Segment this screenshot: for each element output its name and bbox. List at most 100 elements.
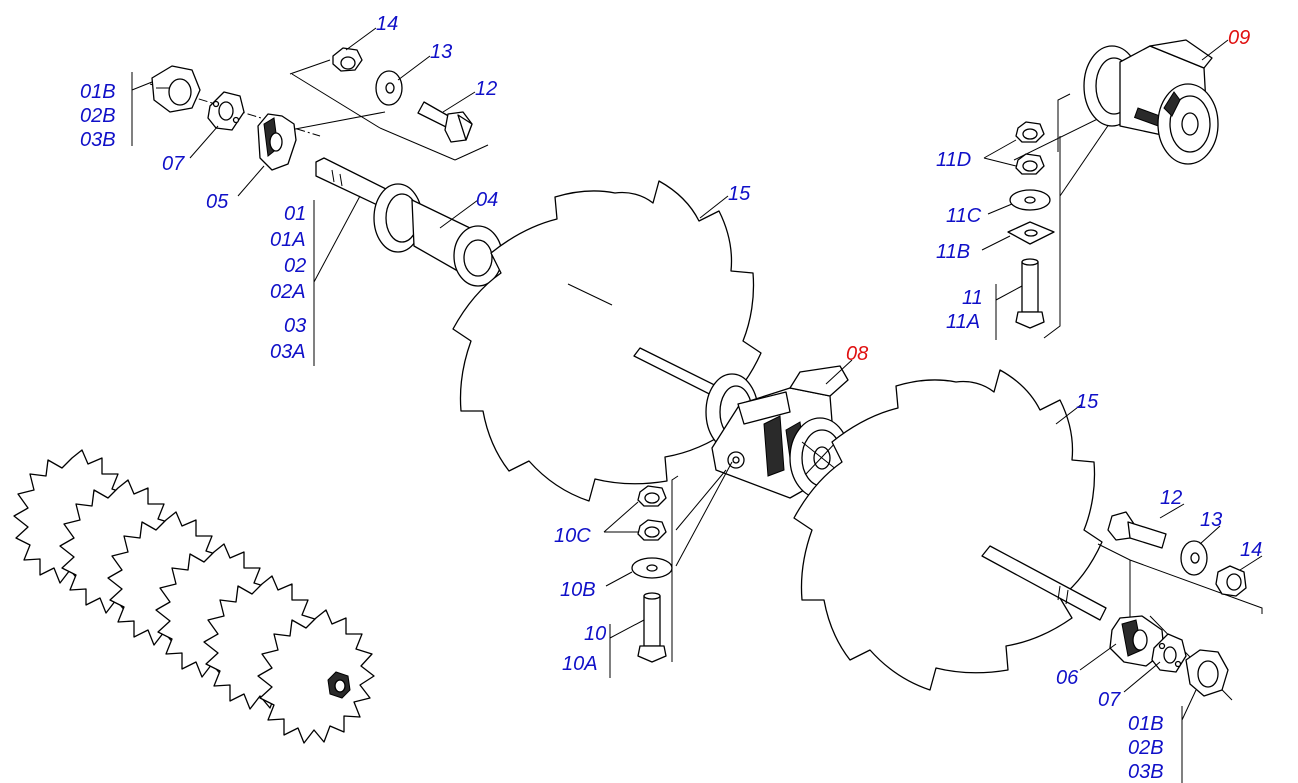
leader-11 (995, 285, 1023, 301)
hub-assembly-09 (1083, 39, 1219, 165)
cam-06 (1109, 615, 1165, 667)
leader-01 (313, 195, 361, 283)
bottom-right-assembly: 15 12 13 14 06 07 01B 02B 03B (793, 369, 1263, 783)
hardware-frame-line (289, 59, 331, 75)
leader-07 (189, 125, 219, 159)
leader-10C-a (603, 501, 639, 533)
label-02A: 02A (270, 281, 306, 303)
blade-15-right (793, 369, 1103, 691)
label-01A: 01A (270, 229, 306, 251)
leader-05 (237, 165, 265, 197)
leader-10B (605, 571, 633, 587)
bolt-12-bottom (1107, 511, 1167, 549)
nut-11D-lower (1015, 153, 1045, 175)
leader-15-right (1055, 403, 1083, 425)
label-15-right: 15 (1076, 391, 1099, 413)
leader-14 (345, 27, 377, 51)
flange-07-top (207, 91, 245, 131)
washer-13-top (375, 70, 403, 106)
hardware-frame-line (379, 127, 456, 161)
label-04: 04 (476, 189, 498, 211)
label-14: 14 (376, 13, 398, 35)
gang-hub (327, 671, 351, 699)
washer-11C (1009, 189, 1051, 211)
nut-14-top (332, 47, 363, 72)
leader-13-b (1199, 525, 1221, 545)
leader-08 (825, 359, 853, 385)
label-11: 11 (962, 287, 983, 309)
label-08: 08 (846, 343, 868, 365)
label-03B: 03B (80, 129, 116, 151)
label-03A: 03A (270, 341, 306, 363)
bolt-12-top (417, 101, 473, 143)
label-07: 07 (162, 153, 185, 175)
label-07-bottom: 07 (1098, 689, 1121, 711)
label-11C: 11C (946, 205, 982, 227)
label-02B-bottom: 02B (1128, 737, 1164, 759)
label-13-bottom: 13 (1200, 509, 1222, 531)
blade-gang-overview (13, 449, 375, 744)
label-11A: 11A (946, 311, 980, 333)
label-02: 02 (284, 255, 306, 277)
bolt-11 (1015, 258, 1045, 329)
label-11B: 11B (936, 241, 970, 263)
label-06: 06 (1056, 667, 1079, 689)
label-03: 03 (284, 315, 306, 337)
frame-line (1057, 93, 1071, 152)
label-10A: 10A (562, 653, 598, 675)
nut-11D-upper (1015, 121, 1045, 143)
label-12: 12 (475, 78, 497, 100)
top-right-assembly: 09 11D 11C 11B 11 11A (936, 27, 1250, 340)
frame-line (1097, 543, 1263, 614)
label-14-bottom: 14 (1240, 539, 1262, 561)
big-nut-01B-bottom (1185, 649, 1229, 697)
label-05: 05 (206, 191, 229, 213)
label-15-top: 15 (728, 183, 751, 205)
cam-05 (257, 113, 297, 171)
label-11D: 11D (936, 149, 971, 171)
leader-11B (981, 235, 1011, 251)
top-left-assembly: 14 13 12 01B 02B 03B 07 05 01 01A 02 02A… (80, 13, 762, 502)
washer-13-bottom (1180, 540, 1208, 576)
leader-11D-a (983, 139, 1017, 159)
bolt-10 (637, 592, 667, 663)
leader-01B-b (1181, 689, 1197, 721)
frame-line (671, 475, 679, 662)
label-03B-bottom: 03B (1128, 761, 1164, 783)
leader-12 (442, 91, 476, 113)
label-02B: 02B (80, 105, 116, 127)
nut-10C-lower (637, 519, 667, 541)
leader-06 (1079, 643, 1117, 671)
nut-14-bottom (1215, 565, 1247, 597)
leader-04 (439, 199, 479, 229)
leader-15-top (699, 195, 729, 219)
hardware-frame-line (289, 111, 386, 131)
label-10B: 10B (560, 579, 596, 601)
label-10: 10 (584, 623, 606, 645)
label-12-bottom: 12 (1160, 487, 1182, 509)
label-10C: 10C (554, 525, 591, 547)
washer-10B (631, 557, 673, 579)
bearing-housing-04 (373, 183, 503, 287)
leader-10 (609, 619, 645, 639)
leader-13 (397, 55, 431, 81)
leader-11D-b (983, 157, 1017, 167)
frame-line (675, 469, 727, 531)
shaft-end (981, 545, 1107, 621)
leader-09 (1201, 39, 1229, 61)
frame-line (675, 461, 733, 567)
leader-11C (987, 203, 1013, 215)
label-13: 13 (430, 41, 452, 63)
label-01: 01 (284, 203, 306, 225)
label-01B-bottom: 01B (1128, 713, 1164, 735)
label-09: 09 (1228, 27, 1250, 49)
leader-01B (131, 81, 153, 91)
label-01B: 01B (80, 81, 116, 103)
flange-07-bottom (1151, 633, 1187, 673)
big-nut-01B-top (151, 65, 201, 113)
square-washer-11B (1007, 221, 1055, 245)
leader-14-b (1239, 555, 1263, 571)
hub-assembly-08 (705, 365, 851, 499)
nut-10C-upper (637, 485, 667, 507)
